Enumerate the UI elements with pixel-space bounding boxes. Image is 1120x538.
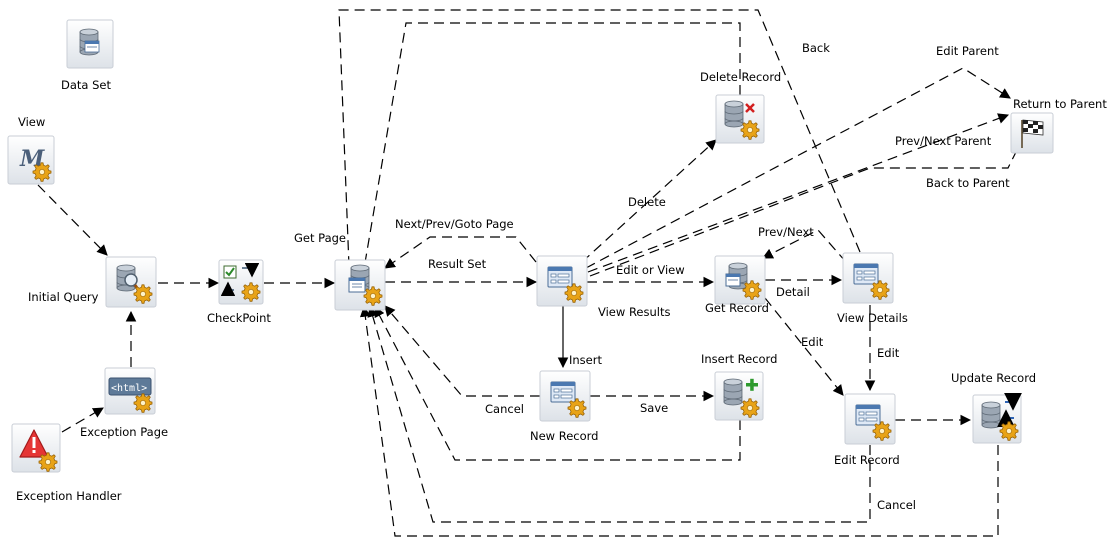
node-get-record[interactable]: Get Record: [705, 255, 769, 315]
gear-icon: [872, 421, 892, 441]
gear-icon: [133, 284, 153, 304]
refresh-icon: [997, 392, 1022, 428]
delete-x-icon: [745, 103, 755, 113]
edge-label-cancel-new: Cancel: [485, 402, 524, 416]
database-icon: [79, 28, 100, 56]
gear-icon: [363, 286, 383, 306]
edge-label-prev-next: Prev/Next: [758, 225, 814, 239]
database-icon: [981, 401, 1001, 429]
edge-label-detail: Detail: [776, 285, 810, 299]
form-icon: [550, 381, 576, 403]
gear-icon: [241, 282, 261, 302]
node-label: Data Set: [61, 78, 111, 92]
edge-label-insert: Insert: [569, 353, 602, 367]
node-label: Get Record: [705, 301, 769, 315]
node-label: Insert Record: [701, 352, 777, 366]
node-label: View Details: [837, 311, 908, 325]
edge-back[interactable]: [338, 9, 861, 294]
node-view[interactable]: View M: [7, 115, 55, 185]
gear-icon: [32, 162, 52, 182]
database-icon: [723, 378, 743, 406]
database-icon: [724, 100, 744, 128]
gear-icon: [564, 283, 584, 303]
edge-label-back: Back: [802, 41, 830, 55]
edge-label-edit-or-view: Edit or View: [616, 263, 685, 277]
node-insert-record[interactable]: Insert Record: [701, 352, 777, 421]
node-label: Edit Record: [834, 453, 900, 467]
edge-cancel-edit[interactable]: [367, 305, 871, 523]
edge-insert-record-to-get-page[interactable]: [374, 306, 741, 461]
gear-icon: [740, 398, 760, 418]
edge-label-edit-parent: Edit Parent: [936, 44, 999, 58]
edge-label-back-to-parent: Back to Parent: [926, 176, 1010, 190]
node-label: Delete Record: [700, 70, 781, 84]
gear-icon: [870, 280, 890, 300]
edge-label-edit-from-details: Edit: [877, 346, 900, 360]
node-checkpoint[interactable]: CheckPoint: [207, 259, 271, 325]
get-record-icon: [725, 262, 748, 290]
edge-label-prev-next-parent: Prev/Next Parent: [895, 134, 992, 148]
gear-icon: [999, 421, 1019, 441]
edge-label-result-set: Result Set: [428, 257, 487, 271]
node-label: Return to Parent: [1013, 97, 1107, 111]
edge-prev-next-parent[interactable]: [587, 113, 1010, 273]
node-label: View Results: [598, 305, 670, 319]
svg-text:<html>: <html>: [111, 383, 147, 394]
edge-label-delete: Delete: [628, 195, 666, 209]
node-view-results[interactable]: View Results: [536, 255, 670, 319]
node-label: CheckPoint: [207, 311, 271, 325]
node-data-set[interactable]: Data Set: [61, 19, 114, 92]
node-label: Update Record: [951, 371, 1036, 385]
gear-icon: [38, 452, 58, 472]
checkpoint-icon: [220, 263, 260, 296]
node-label: Exception Handler: [16, 489, 122, 503]
edge-next-prev-goto[interactable]: [384, 236, 537, 269]
node-new-record[interactable]: New Record: [530, 370, 598, 443]
form-icon: [855, 404, 881, 426]
node-label: New Record: [530, 429, 598, 443]
node-exception-page[interactable]: <html> Exception Page: [80, 367, 168, 439]
edge-label-save: Save: [640, 401, 668, 415]
edge-label-cancel-edit: Cancel: [877, 498, 916, 512]
gear-icon: [740, 120, 760, 140]
node-initial-query[interactable]: Initial Query: [28, 256, 157, 308]
node-label: View: [18, 115, 45, 129]
edge-prev-next[interactable]: [762, 229, 847, 263]
gear-icon: [742, 280, 762, 300]
node-label: Initial Query: [28, 290, 99, 304]
edges: [37, 9, 1029, 537]
checkered-flag-icon: [1021, 119, 1044, 148]
get-page-icon: [348, 264, 370, 293]
edge-cancel-new[interactable]: [384, 305, 540, 397]
node-edit-record[interactable]: Edit Record: [834, 393, 900, 467]
edge-delete-record-to-get-page[interactable]: [356, 22, 741, 294]
node-update-record[interactable]: Update Record: [951, 371, 1036, 444]
node-view-details[interactable]: View Details: [837, 252, 908, 325]
warning-icon: [19, 429, 49, 458]
edge-exception-handler-to-exception-page[interactable]: [61, 407, 104, 433]
edge-edit-from-get-record[interactable]: [764, 297, 844, 396]
gear-icon: [567, 398, 587, 418]
edge-labels: Back Edit Parent Prev/Next Parent Back t…: [395, 41, 1010, 512]
form-icon: [547, 266, 573, 288]
plus-icon: [746, 378, 758, 391]
gear-icon: [133, 393, 153, 413]
edge-label-next-prev-goto: Next/Prev/Goto Page: [395, 217, 514, 231]
html-page-icon: <html>: [108, 377, 152, 396]
node-label: Get Page: [294, 231, 346, 245]
node-delete-record[interactable]: Delete Record: [700, 70, 781, 144]
node-exception-handler[interactable]: Exception Handler: [11, 423, 122, 503]
node-get-page[interactable]: Get Page: [294, 231, 386, 311]
node-return-to-parent[interactable]: Return to Parent: [1010, 97, 1107, 154]
edge-update-record-to-get-page[interactable]: [359, 305, 999, 537]
edge-back-to-parent[interactable]: [589, 127, 1029, 277]
node-label: Exception Page: [80, 425, 168, 439]
edge-view-to-initial-query[interactable]: [37, 184, 108, 256]
form-icon: [853, 263, 879, 285]
edge-label-edit-from-get: Edit: [801, 335, 824, 349]
edge-delete[interactable]: [581, 139, 717, 263]
